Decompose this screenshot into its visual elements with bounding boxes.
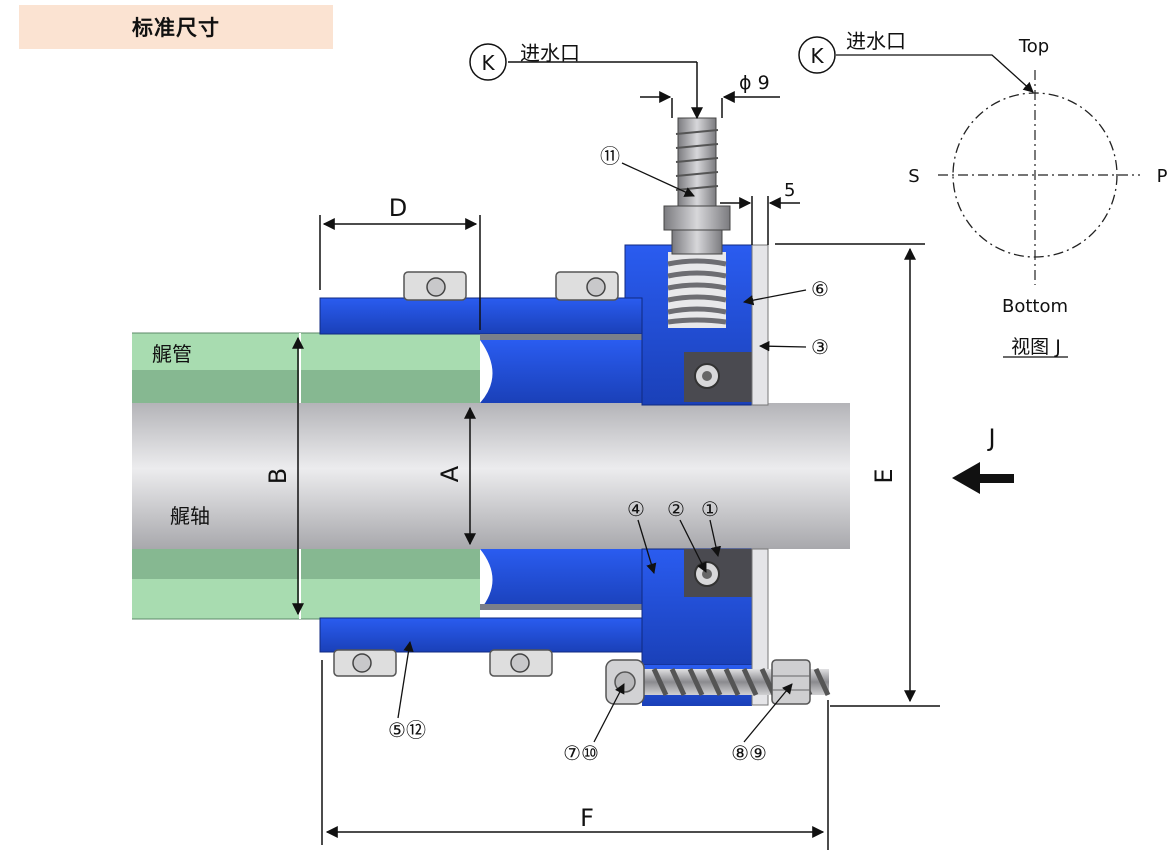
dimension-lines [292, 61, 940, 850]
callout-4: ④ [627, 497, 645, 521]
page-title: 标准尺寸 [19, 5, 333, 49]
clamp-bottom-right [489, 649, 553, 677]
callout-7-10: ⑦⑩ [563, 741, 599, 765]
dim-f-label: F [580, 804, 594, 832]
view-j-label: J [986, 424, 995, 452]
dim-d-label: D [389, 194, 407, 222]
dim-5-label: 5 [784, 180, 795, 201]
page-title-text: 标准尺寸 [132, 16, 220, 40]
view-j-p: P [1157, 166, 1168, 187]
k-label-right: K [810, 44, 824, 68]
callout-6: ⑥ [811, 277, 829, 301]
callout-5-12: ⑤⑫ [388, 718, 426, 742]
callout-leaders [397, 162, 807, 743]
view-j-caption: 视图 J [1011, 336, 1061, 358]
view-j-s: S [908, 166, 919, 187]
dim-e-label: E [870, 468, 898, 483]
shaft [132, 403, 850, 549]
adjust-bolt [605, 659, 831, 705]
k-marker-right: K [798, 36, 836, 74]
callout-1: ① [701, 497, 719, 521]
callout-11: ⑪ [600, 144, 620, 168]
clamp-bottom-left [333, 649, 397, 677]
shaft-label: 艉轴 [170, 504, 210, 528]
k-label-left: K [481, 51, 495, 75]
k-marker-left: K [469, 43, 507, 81]
dim-phi9-label: ϕ 9 [739, 72, 770, 94]
view-j-diagram [836, 54, 1140, 358]
hose-nipple [663, 117, 731, 255]
housing-top [319, 244, 769, 406]
view-j-arrow [952, 462, 1014, 494]
clamp-top-left [403, 271, 467, 301]
inlet-label-left: 进水口 [520, 41, 580, 65]
stern-tube [132, 332, 480, 620]
callout-3: ③ [811, 335, 829, 359]
callout-8-9: ⑧⑨ [731, 741, 767, 765]
dim-a-label: A [436, 465, 464, 482]
clamp-top-right [555, 271, 619, 301]
inlet-label-right: 进水口 [846, 29, 906, 53]
view-j-top: Top [1018, 36, 1049, 57]
housing-bottom [319, 548, 769, 706]
view-j-bottom: Bottom [1002, 296, 1068, 317]
stern-tube-label: 艉管 [152, 342, 192, 366]
callout-2: ② [667, 497, 685, 521]
dim-b-label: B [264, 468, 292, 484]
